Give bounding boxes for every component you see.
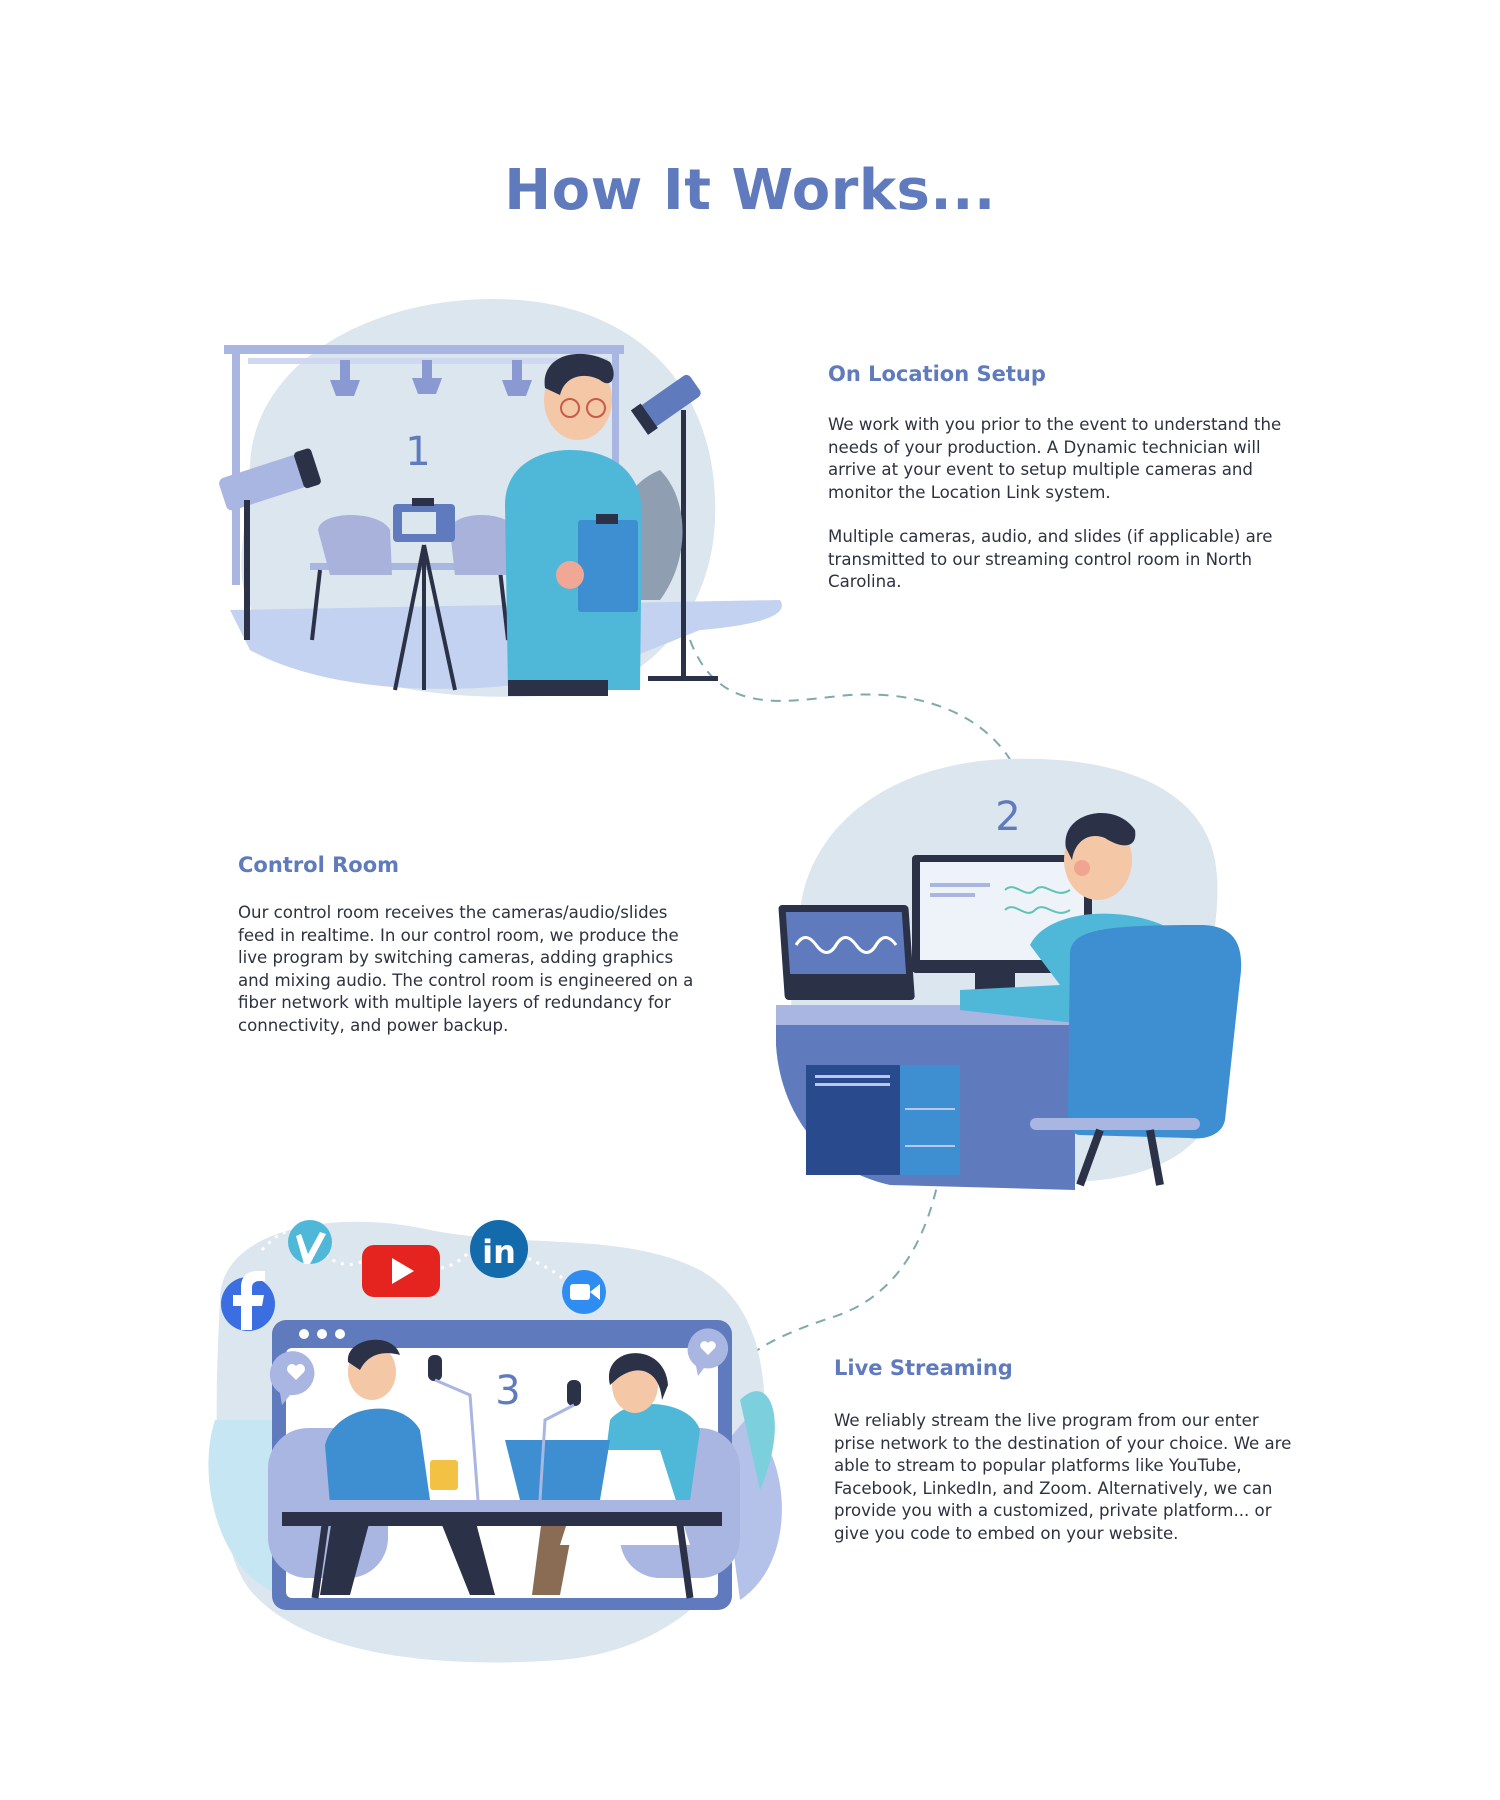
live-stream-illustration: in 3	[208, 1220, 782, 1663]
step-1-description: We work with you prior to the event to u…	[828, 414, 1298, 616]
film-set-illustration: 1	[219, 299, 782, 697]
step-2-heading: Control Room	[238, 853, 400, 877]
vimeo-icon	[288, 1220, 332, 1264]
svg-text:in: in	[482, 1233, 516, 1271]
step-1-paragraph: Multiple cameras, audio, and slides (if …	[828, 527, 1273, 591]
step-1-heading: On Location Setup	[828, 362, 1046, 386]
step-3-number: 3	[495, 1368, 520, 1414]
zoom-icon	[562, 1270, 606, 1314]
step-1-paragraph: We work with you prior to the event to u…	[828, 415, 1282, 502]
linkedin-icon: in	[470, 1220, 528, 1278]
dashed-connector	[751, 1171, 941, 1355]
page-title: How It Works...	[504, 158, 996, 223]
step-3-description: We reliably stream the live program from…	[834, 1410, 1304, 1567]
facebook-icon	[221, 1271, 275, 1331]
step-2-description: Our control room receives the cameras/au…	[238, 902, 708, 1059]
dashed-connector	[689, 639, 1016, 769]
step-3-paragraph: We reliably stream the live program from…	[834, 1411, 1292, 1543]
youtube-icon	[362, 1245, 440, 1297]
step-2-paragraph: Our control room receives the cameras/au…	[238, 903, 694, 1035]
control-room-illustration: 2	[776, 758, 1242, 1190]
step-3-heading: Live Streaming	[834, 1356, 1013, 1380]
step-1-number: 1	[405, 429, 430, 475]
step-2-number: 2	[995, 794, 1020, 840]
